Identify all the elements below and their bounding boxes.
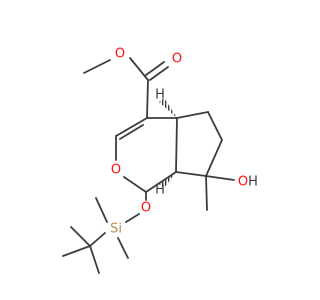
- bond-c1-c7a: [145, 171, 177, 193]
- atom-ester-o-carbonyl: O: [172, 52, 182, 67]
- atom-ester-o-methyl: O: [115, 47, 125, 62]
- bond-tbu-methyl-left: [62, 245, 91, 257]
- atom-h-stereo-top: H: [155, 88, 165, 103]
- bond-c4-c3-double-a: [115, 117, 148, 137]
- hashed-bond-h-top: [159, 98, 177, 118]
- atom-silyl-o: O: [141, 201, 151, 216]
- atom-labels: O O O O H O Si H H: [110, 47, 258, 237]
- bond-carbonyl-ring: [146, 79, 149, 119]
- atom-hydroxyl-h: H: [248, 175, 258, 190]
- bond-si-methyl-up: [95, 197, 108, 223]
- bond-c7a-c4a: [175, 117, 178, 173]
- bond-oester-carbonyl-c: [129, 57, 149, 81]
- bond-c7-methyl: [205, 175, 208, 211]
- bond-tbu-methyl-up: [70, 226, 91, 247]
- atom-silicon: Si: [110, 222, 122, 237]
- bond-oring-c1: [123, 176, 147, 193]
- bond-c5-c6: [207, 111, 223, 141]
- bond-tbu-methyl-down: [89, 245, 100, 274]
- bond-carbonyl-double-b: [145, 61, 165, 76]
- bond-methyl-oester: [83, 59, 111, 74]
- atom-h-stereo-bottom: H: [155, 183, 165, 198]
- bond-c4-c3-double-b: [119, 124, 144, 140]
- bond-c7-hydroxyl: [205, 175, 235, 181]
- bond-osilyl-si: [125, 213, 140, 223]
- atom-ring-o: O: [111, 163, 121, 178]
- bond-carbonyl-double-a: [149, 66, 169, 81]
- atom-hydroxyl-o: O: [238, 175, 248, 190]
- bond-c6-c7: [205, 139, 223, 177]
- bond-c7-c7a: [175, 171, 207, 177]
- molecule-structure: O O O O H O Si H H: [62, 47, 258, 274]
- hashed-bond-h-bottom: [159, 172, 176, 188]
- bond-si-cquat: [89, 232, 106, 247]
- bonds: [62, 57, 235, 274]
- bond-c4a-c5: [176, 111, 209, 119]
- bond-si-methyl-down: [117, 237, 129, 259]
